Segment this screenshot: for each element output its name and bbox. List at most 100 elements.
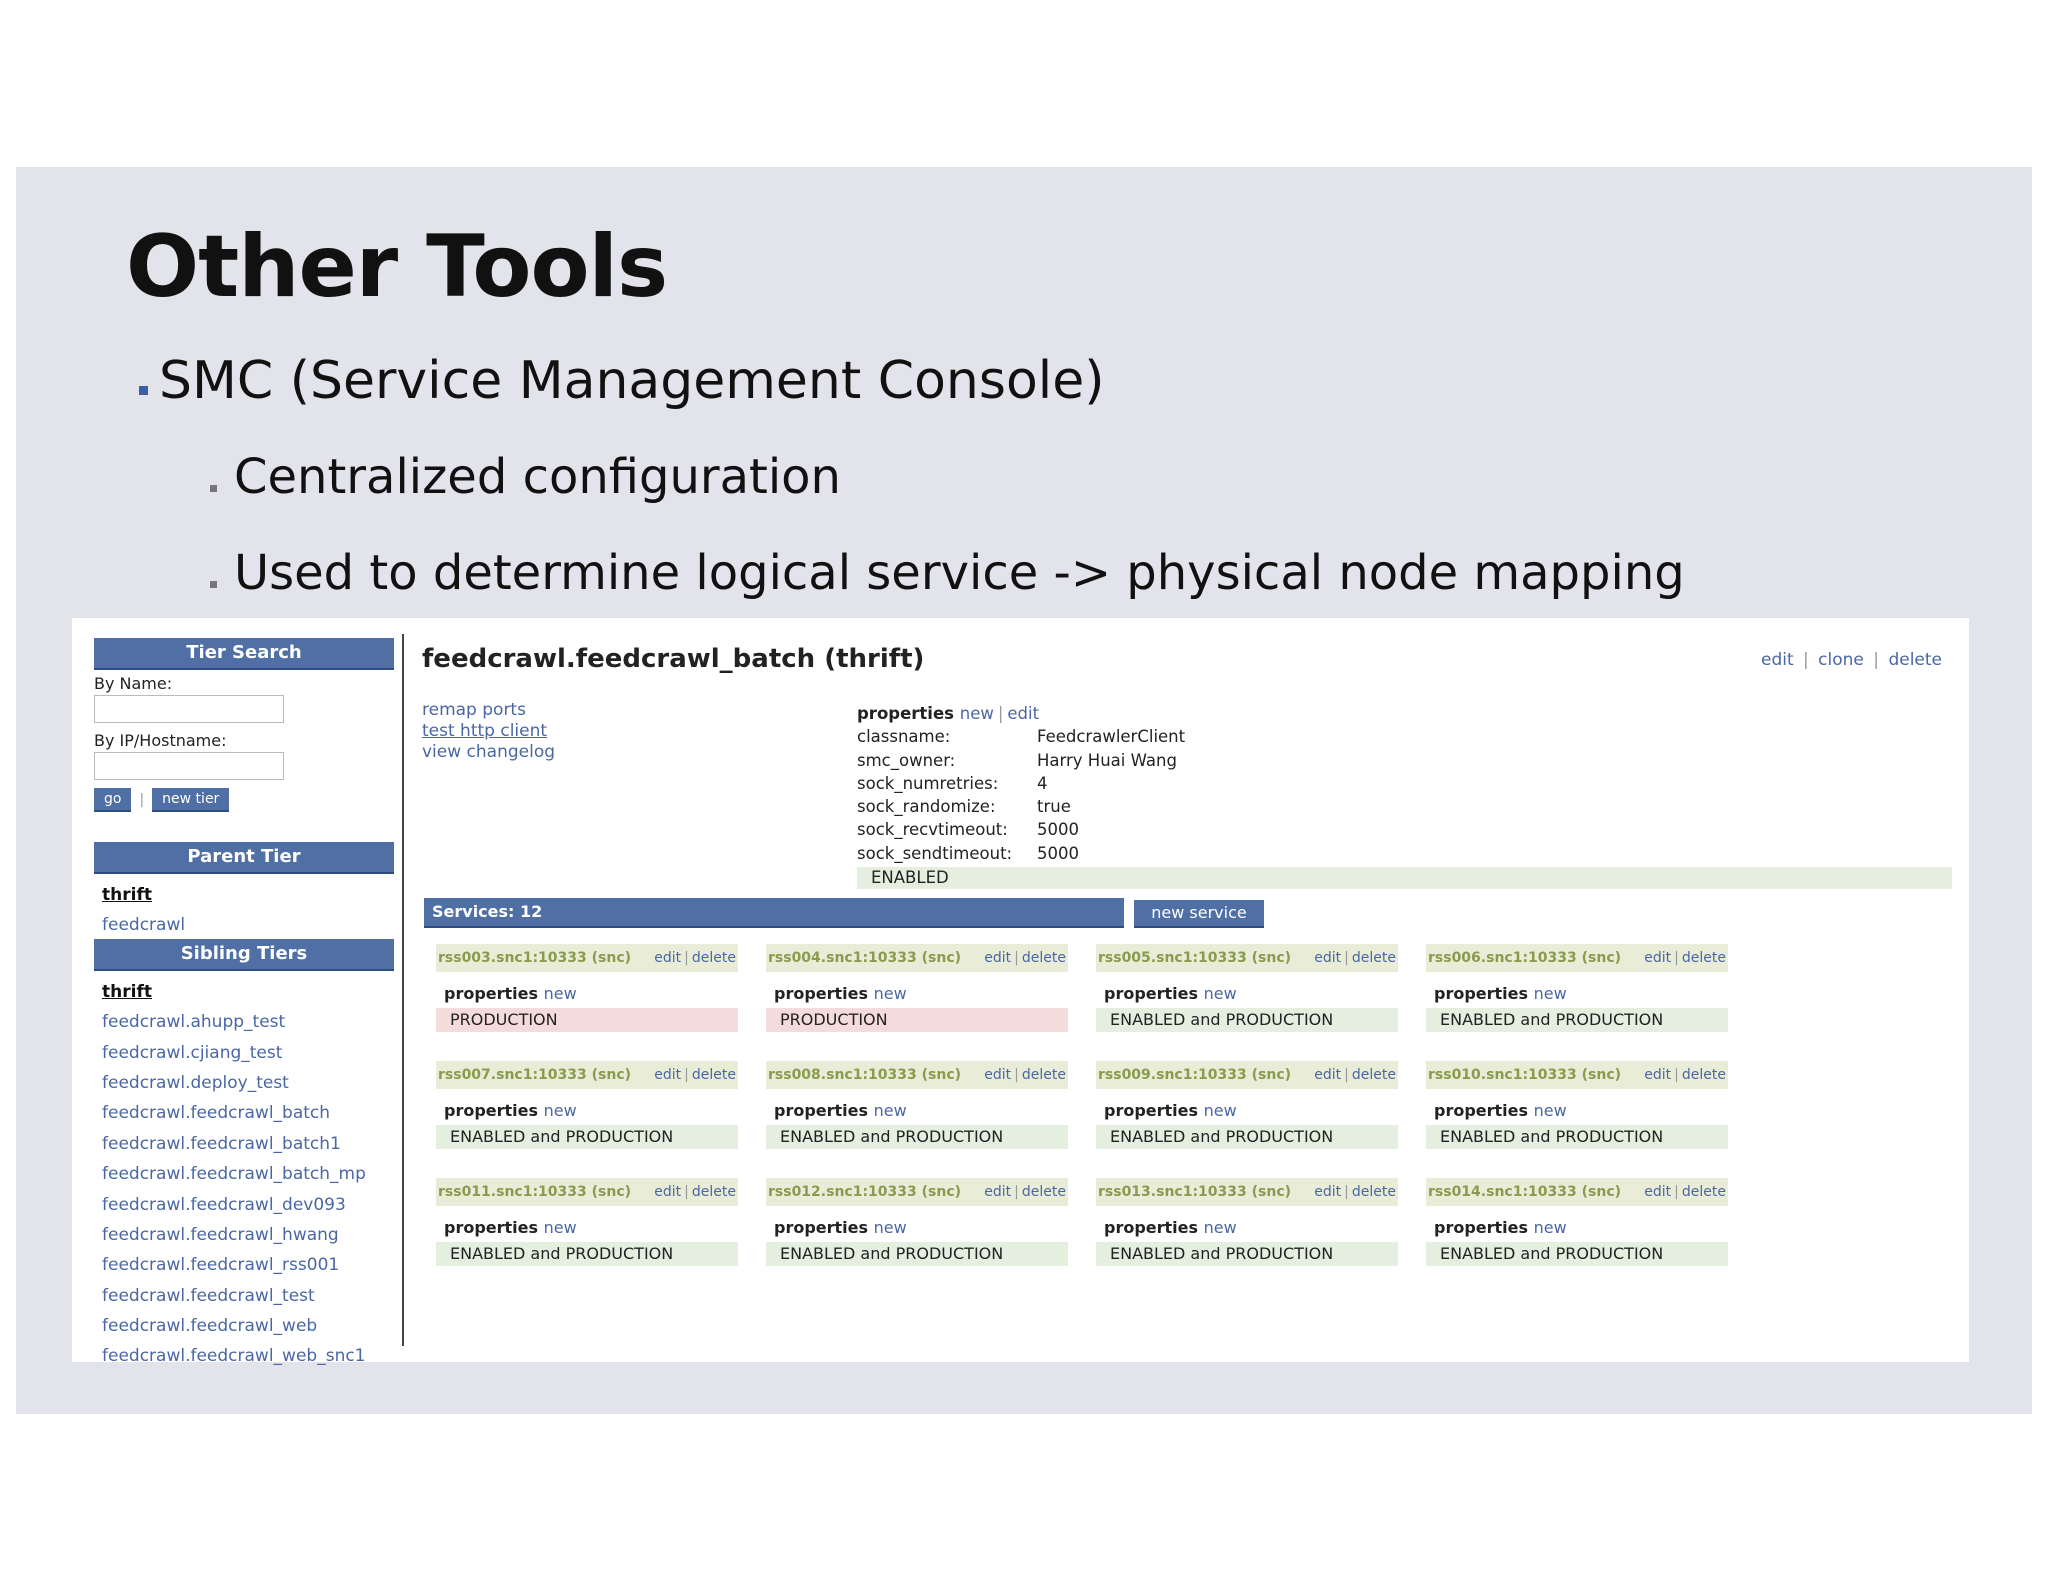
service-properties-new-link[interactable]: new	[873, 984, 907, 1003]
service-delete-link[interactable]: delete	[1681, 1184, 1726, 1200]
service-properties-new-link[interactable]: new	[1533, 1101, 1567, 1120]
service-properties-new-link[interactable]: new	[1203, 1218, 1237, 1237]
sibling-tier-item[interactable]: feedcrawl.feedcrawl_dev093	[102, 1194, 346, 1215]
service-edit-link[interactable]: edit	[984, 950, 1012, 966]
service-header: rss009.snc1:10333 (snc)edit|delete	[1096, 1061, 1398, 1089]
service-properties-new-link[interactable]: new	[1533, 1218, 1567, 1237]
service-name[interactable]: rss006.snc1:10333 (snc)	[1428, 950, 1622, 966]
service-status: ENABLED and PRODUCTION	[1426, 1125, 1728, 1149]
service-header: rss013.snc1:10333 (snc)edit|delete	[1096, 1178, 1398, 1206]
service-properties: properties new	[1104, 1218, 1398, 1238]
property-row: classname: FeedcrawlerClient	[857, 725, 1952, 748]
parent-tier-item[interactable]: thrift	[102, 885, 152, 905]
service-name[interactable]: rss010.snc1:10333 (snc)	[1428, 1067, 1622, 1083]
edit-tier-link[interactable]: edit	[1760, 650, 1794, 670]
service-name[interactable]: rss008.snc1:10333 (snc)	[768, 1067, 962, 1083]
property-key: sock_recvtimeout:	[857, 820, 1008, 840]
service-delete-link[interactable]: delete	[1021, 1067, 1066, 1083]
service-status: ENABLED and PRODUCTION	[1426, 1242, 1728, 1266]
properties-new-link[interactable]: new	[959, 704, 994, 723]
service-properties-new-link[interactable]: new	[873, 1218, 907, 1237]
service-status: ENABLED and PRODUCTION	[1096, 1242, 1398, 1266]
service-header: rss011.snc1:10333 (snc)edit|delete	[436, 1178, 738, 1206]
service-name[interactable]: rss003.snc1:10333 (snc)	[438, 950, 632, 966]
sibling-tier-item[interactable]: feedcrawl.feedcrawl_web	[102, 1316, 318, 1337]
service-properties: properties new	[1104, 1101, 1398, 1121]
service-properties-new-link[interactable]: new	[1203, 984, 1237, 1003]
service-properties-new-link[interactable]: new	[1203, 1101, 1237, 1120]
service-edit-link[interactable]: edit	[654, 950, 682, 966]
remap-ports-link[interactable]: remap ports	[422, 700, 526, 720]
service-edit-link[interactable]: edit	[1644, 1067, 1672, 1083]
new-service-button[interactable]: new service	[1134, 900, 1264, 928]
service-header: rss006.snc1:10333 (snc)edit|delete	[1426, 944, 1728, 972]
service-properties-new-link[interactable]: new	[543, 1101, 577, 1120]
sibling-tier-item[interactable]: feedcrawl.deploy_test	[102, 1072, 289, 1093]
service-delete-link[interactable]: delete	[1351, 950, 1396, 966]
service-delete-link[interactable]: delete	[691, 1184, 736, 1200]
service-delete-link[interactable]: delete	[691, 1067, 736, 1083]
service-delete-link[interactable]: delete	[1351, 1067, 1396, 1083]
sibling-tier-item[interactable]: feedcrawl.feedcrawl_rss001	[102, 1255, 340, 1276]
sibling-tier-item[interactable]: feedcrawl.feedcrawl_batch1	[102, 1133, 341, 1154]
service-actions: edit|delete	[654, 1067, 736, 1083]
delete-tier-link[interactable]: delete	[1888, 650, 1942, 670]
service-edit-link[interactable]: edit	[1314, 950, 1342, 966]
parent-tier-item[interactable]: feedcrawl	[102, 915, 186, 936]
sibling-tier-item[interactable]: feedcrawl.feedcrawl_hwang	[102, 1224, 339, 1245]
clone-tier-link[interactable]: clone	[1818, 650, 1864, 670]
service-edit-link[interactable]: edit	[1644, 1184, 1672, 1200]
service-name[interactable]: rss009.snc1:10333 (snc)	[1098, 1067, 1292, 1083]
sibling-tier-item[interactable]: feedcrawl.feedcrawl_batch_mp	[102, 1164, 366, 1185]
service-delete-link[interactable]: delete	[1681, 950, 1726, 966]
service-properties: properties new	[1434, 1218, 1728, 1238]
service-properties-new-link[interactable]: new	[543, 984, 577, 1003]
properties-edit-link[interactable]: edit	[1007, 704, 1040, 723]
sibling-tier-item[interactable]: feedcrawl.ahupp_test	[102, 1012, 286, 1033]
service-edit-link[interactable]: edit	[984, 1184, 1012, 1200]
by-ip-input[interactable]	[94, 752, 284, 780]
service-name[interactable]: rss007.snc1:10333 (snc)	[438, 1067, 632, 1083]
by-name-input[interactable]	[94, 695, 284, 723]
service-name[interactable]: rss005.snc1:10333 (snc)	[1098, 950, 1292, 966]
service-delete-link[interactable]: delete	[1351, 1184, 1396, 1200]
service-properties-new-link[interactable]: new	[1533, 984, 1567, 1003]
service-delete-link[interactable]: delete	[1021, 950, 1066, 966]
test-http-client-link[interactable]: test http client	[422, 721, 548, 741]
sibling-tier-item[interactable]: feedcrawl.cjiang_test	[102, 1042, 283, 1063]
service-edit-link[interactable]: edit	[1314, 1067, 1342, 1083]
sibling-tier-item[interactable]: thrift	[102, 981, 152, 1002]
service-edit-link[interactable]: edit	[654, 1067, 682, 1083]
parent-tier-header: Parent Tier	[94, 842, 394, 874]
service-delete-link[interactable]: delete	[1681, 1067, 1726, 1083]
service-delete-link[interactable]: delete	[691, 950, 736, 966]
service-edit-link[interactable]: edit	[654, 1184, 682, 1200]
service-properties: properties new	[774, 1101, 1068, 1121]
service-edit-link[interactable]: edit	[1314, 1184, 1342, 1200]
service-properties-new-link[interactable]: new	[873, 1101, 907, 1120]
service-edit-link[interactable]: edit	[984, 1067, 1012, 1083]
service-properties-new-link[interactable]: new	[543, 1218, 577, 1237]
service-edit-link[interactable]: edit	[1644, 950, 1672, 966]
service-header: rss008.snc1:10333 (snc)edit|delete	[766, 1061, 1068, 1089]
service-name[interactable]: rss014.snc1:10333 (snc)	[1428, 1184, 1622, 1200]
view-changelog-link[interactable]: view changelog	[422, 742, 556, 762]
go-button[interactable]: go	[94, 788, 132, 812]
new-tier-button[interactable]: new tier	[152, 788, 230, 812]
bullet-marker	[210, 581, 217, 588]
service-name[interactable]: rss013.snc1:10333 (snc)	[1098, 1184, 1292, 1200]
service-name[interactable]: rss004.snc1:10333 (snc)	[768, 950, 962, 966]
service-properties: properties new	[1434, 984, 1728, 1004]
service-name[interactable]: rss011.snc1:10333 (snc)	[438, 1184, 632, 1200]
tier-status: ENABLED	[857, 867, 1952, 890]
service-delete-link[interactable]: delete	[1021, 1184, 1066, 1200]
service-properties: properties new	[1434, 1101, 1728, 1121]
service-name[interactable]: rss012.snc1:10333 (snc)	[768, 1184, 962, 1200]
sibling-tier-item[interactable]: feedcrawl.feedcrawl_test	[102, 1285, 315, 1306]
property-key: sock_numretries:	[857, 773, 999, 793]
separator: |	[1014, 1184, 1019, 1200]
sibling-tier-item[interactable]: feedcrawl.feedcrawl_batch	[102, 1103, 331, 1124]
sibling-tier-item[interactable]: feedcrawl.feedcrawl_web_snc1	[102, 1346, 366, 1367]
